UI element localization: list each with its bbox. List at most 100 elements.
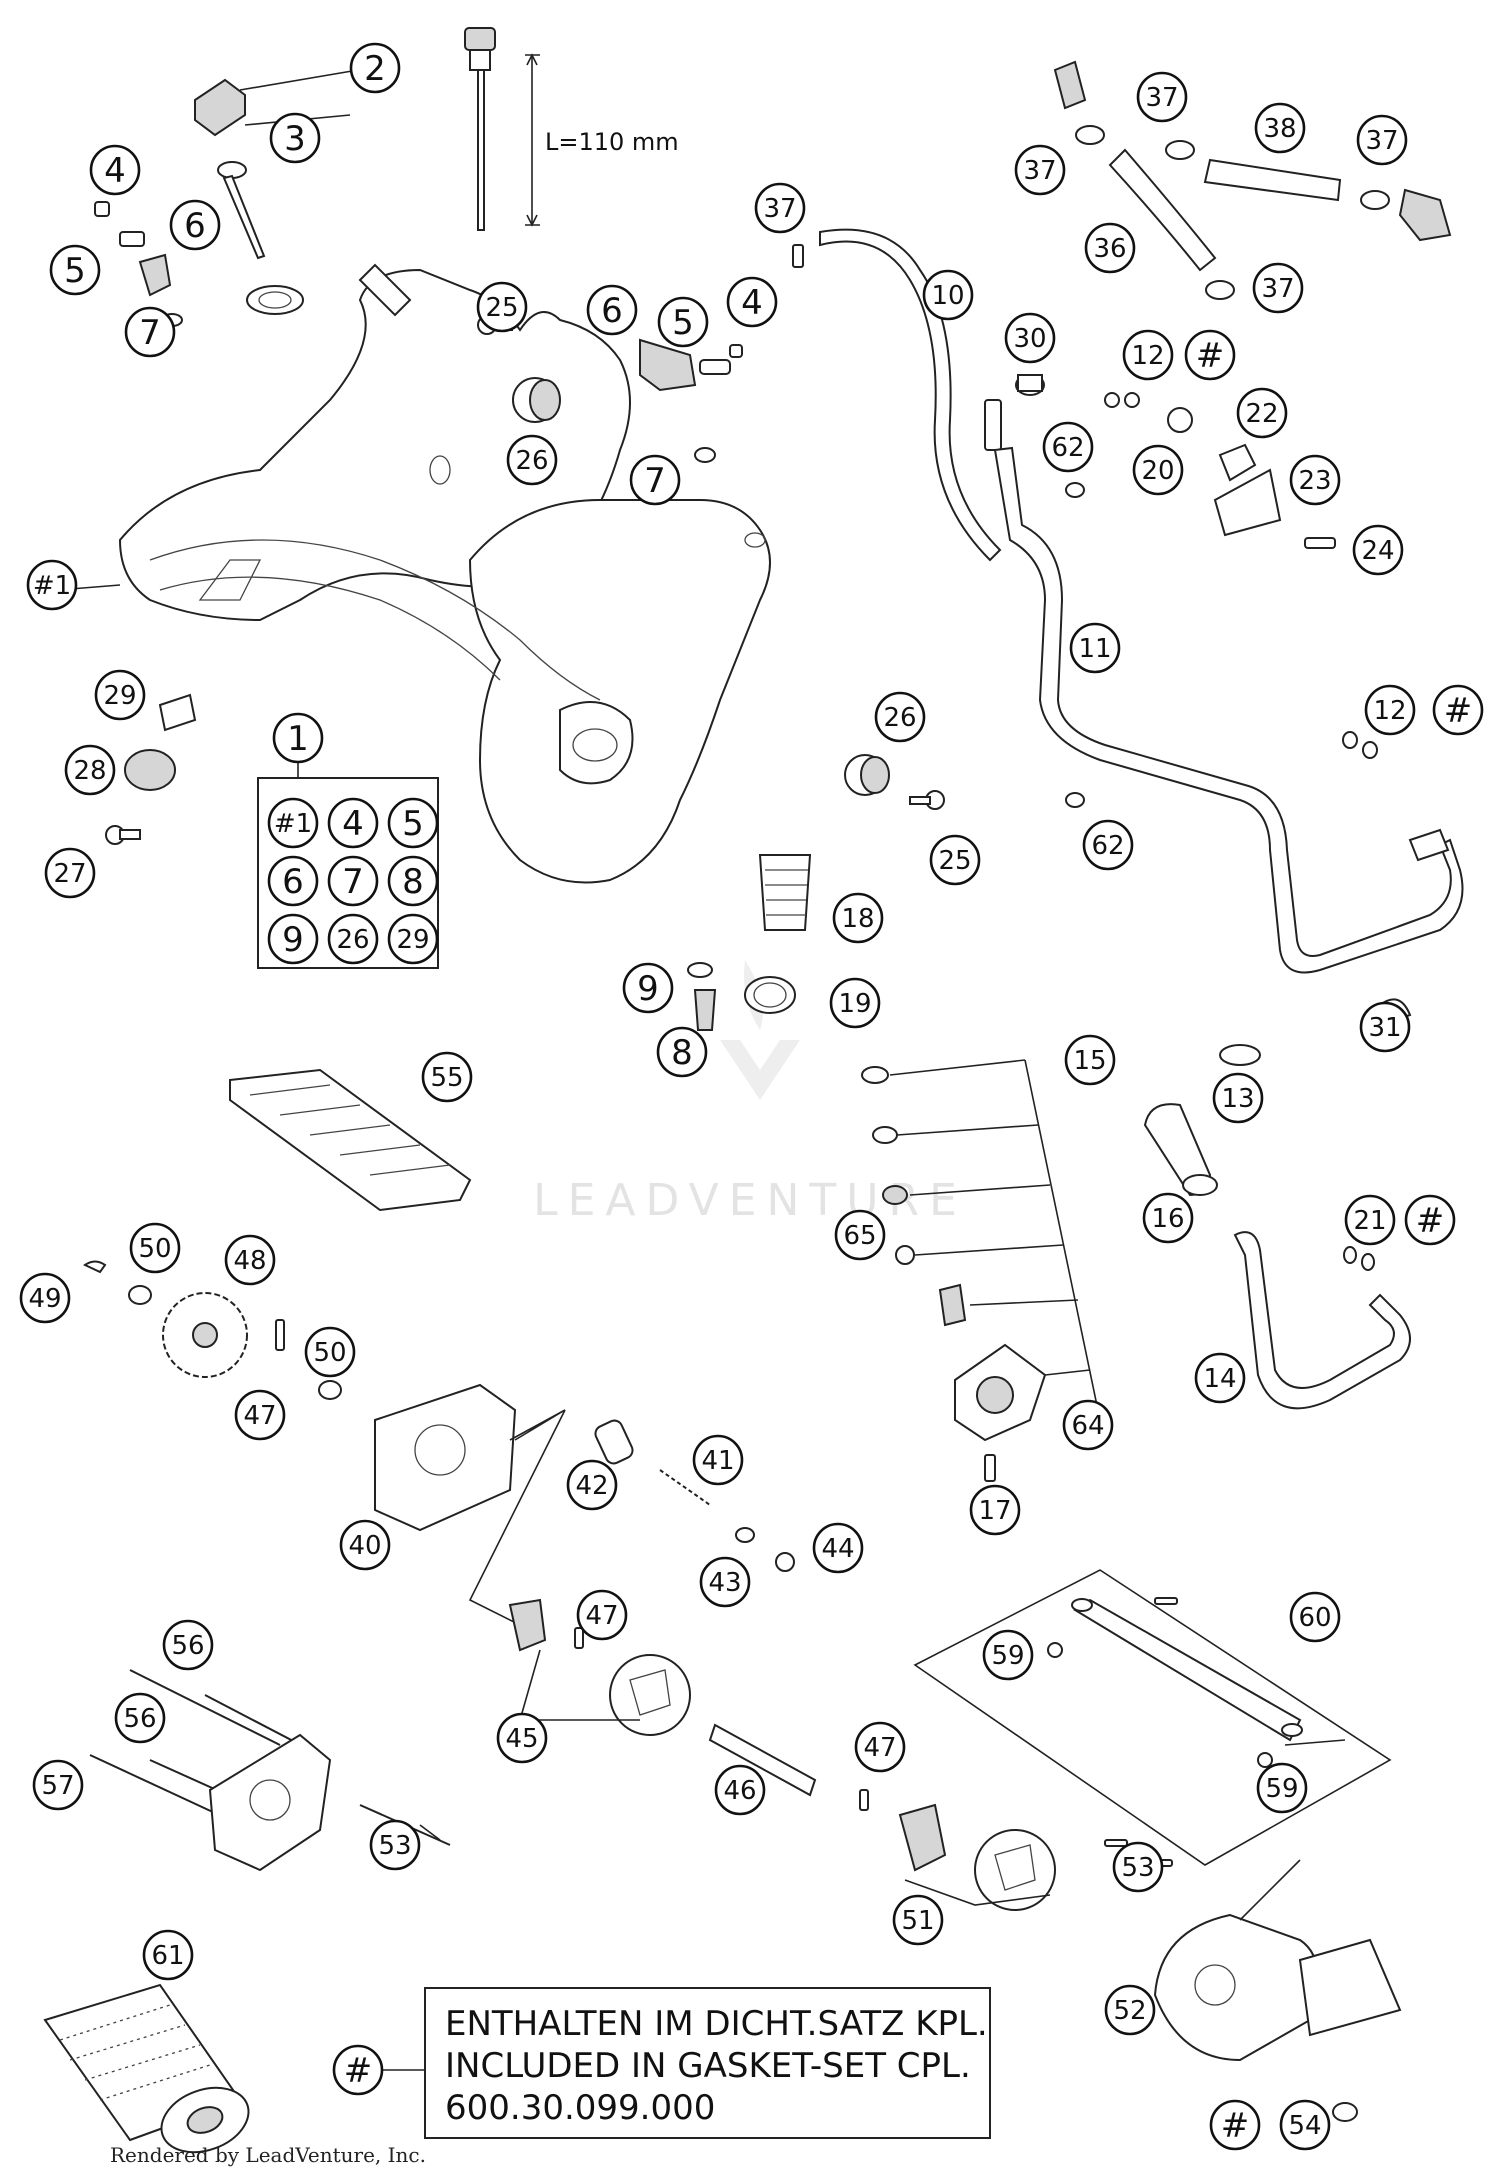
callout-label: # bbox=[344, 2051, 373, 2091]
callout-circle bbox=[114, 1692, 166, 1744]
callout-42: 42 bbox=[566, 1459, 618, 1511]
callout-circle bbox=[1364, 684, 1416, 736]
breather-hoses bbox=[1053, 60, 1452, 300]
callout-9: 9 bbox=[622, 962, 674, 1014]
callout-label: 4 bbox=[741, 283, 763, 323]
pipe-11 bbox=[984, 399, 1464, 974]
callout-6: 6 bbox=[586, 284, 638, 336]
callout-label: 18 bbox=[841, 904, 874, 934]
callout-circle bbox=[1279, 2099, 1331, 2151]
callout-circle bbox=[162, 1619, 214, 1671]
callout-15: 15 bbox=[1064, 1034, 1116, 1086]
callout-circle bbox=[754, 182, 806, 234]
callout-29: 29 bbox=[94, 669, 146, 721]
callout-circle bbox=[387, 855, 439, 907]
callout-circle bbox=[1352, 524, 1404, 576]
callout-circle bbox=[922, 269, 974, 321]
callout-52: 52 bbox=[1104, 1984, 1156, 2036]
callout-44: 44 bbox=[812, 1522, 864, 1574]
callout-label: 9 bbox=[282, 920, 304, 960]
bracket-parts bbox=[1015, 374, 1378, 808]
callout-label: 11 bbox=[1078, 634, 1111, 664]
gasket-note-line2: INCLUDED IN GASKET-SET CPL. bbox=[445, 2046, 971, 2086]
callout-label: 37 bbox=[1261, 274, 1294, 304]
callout-circle bbox=[387, 913, 439, 965]
callout-label: # bbox=[1444, 691, 1473, 731]
callout-label: 23 bbox=[1298, 466, 1331, 496]
callout-label: 8 bbox=[402, 862, 424, 902]
callout-40: 40 bbox=[339, 1519, 391, 1571]
callout-label: 6 bbox=[282, 862, 304, 902]
callout-label: 20 bbox=[1141, 456, 1174, 486]
kit-item: 8 bbox=[387, 855, 439, 907]
callout-label: 22 bbox=[1245, 399, 1278, 429]
callout-label: 55 bbox=[430, 1063, 463, 1093]
pump-housing-40 bbox=[374, 1383, 566, 1626]
callout-label: 47 bbox=[585, 1601, 618, 1631]
callout-circle bbox=[124, 306, 176, 358]
callout-label: 36 bbox=[1093, 234, 1126, 264]
callout-label: 53 bbox=[378, 1831, 411, 1861]
callout-label: 43 bbox=[708, 1568, 741, 1598]
callout-5: 5 bbox=[657, 296, 709, 348]
callout-37: 37 bbox=[1014, 144, 1066, 196]
kit-item: 5 bbox=[387, 797, 439, 849]
oil-tank bbox=[118, 263, 771, 884]
callout-hash: # bbox=[1209, 2099, 1261, 2151]
callout-label: 44 bbox=[821, 1534, 854, 1564]
kit-item: 6 bbox=[267, 855, 319, 907]
callout-37: 37 bbox=[754, 182, 806, 234]
callout-circle bbox=[1004, 312, 1056, 364]
tube-group-60 bbox=[913, 1569, 1392, 1866]
callout-label: 7 bbox=[139, 313, 161, 353]
callout-47: 47 bbox=[234, 1389, 286, 1441]
callout-label: 48 bbox=[233, 1246, 266, 1276]
callout-circle bbox=[49, 244, 101, 296]
callout-10: 10 bbox=[922, 269, 974, 321]
callout-circle bbox=[234, 1389, 286, 1441]
callout-circle bbox=[629, 454, 681, 506]
oil-filter bbox=[43, 1983, 250, 2154]
callout-label: 37 bbox=[1023, 156, 1056, 186]
callout-37: 37 bbox=[1356, 114, 1408, 166]
callout-25: 25 bbox=[929, 834, 981, 886]
callout-circle bbox=[1132, 444, 1184, 496]
callout-37: 37 bbox=[1136, 71, 1188, 123]
callout-circle bbox=[1209, 2099, 1261, 2151]
callout-label: 56 bbox=[171, 1631, 204, 1661]
callout-14: 14 bbox=[1194, 1352, 1246, 1404]
callout-label: 29 bbox=[103, 681, 136, 711]
callout-circle bbox=[224, 1234, 276, 1286]
callout-circle bbox=[1289, 1591, 1341, 1643]
callout-label: 56 bbox=[123, 1704, 156, 1734]
callout-label: 31 bbox=[1368, 1013, 1401, 1043]
callout-12: 12 bbox=[1122, 329, 1174, 381]
callout-53: 53 bbox=[1112, 1841, 1164, 1893]
callout-label: 7 bbox=[342, 862, 364, 902]
callout-label: # bbox=[1221, 2106, 1250, 2146]
callout-circle bbox=[692, 1434, 744, 1486]
callout-circle bbox=[1194, 1352, 1246, 1404]
callout-label: 40 bbox=[348, 1531, 381, 1561]
callout-label: 62 bbox=[1051, 433, 1084, 463]
callout-label: 25 bbox=[938, 846, 971, 876]
callout-label: 10 bbox=[931, 281, 964, 311]
callout-circle bbox=[304, 1326, 356, 1378]
oil-screen bbox=[687, 854, 812, 1031]
callout-26: 26 bbox=[506, 434, 558, 486]
callout-4: 4 bbox=[89, 144, 141, 196]
callout-circle bbox=[1404, 1194, 1456, 1246]
callout-circle bbox=[94, 669, 146, 721]
callout-hash: # bbox=[1404, 1194, 1456, 1246]
callout-label: 49 bbox=[28, 1284, 61, 1314]
gasket-note: ENTHALTEN IM DICHT.SATZ KPL. INCLUDED IN… bbox=[382, 1987, 991, 2139]
skid-plate bbox=[229, 1068, 472, 1212]
callout-label: 59 bbox=[991, 1641, 1024, 1671]
callout-label: 19 bbox=[838, 989, 871, 1019]
callout-circle bbox=[267, 797, 319, 849]
callout-label: 47 bbox=[863, 1733, 896, 1763]
callout-13: 13 bbox=[1212, 1072, 1264, 1124]
callout-56: 56 bbox=[162, 1619, 214, 1671]
callout-19: 19 bbox=[829, 977, 881, 1029]
